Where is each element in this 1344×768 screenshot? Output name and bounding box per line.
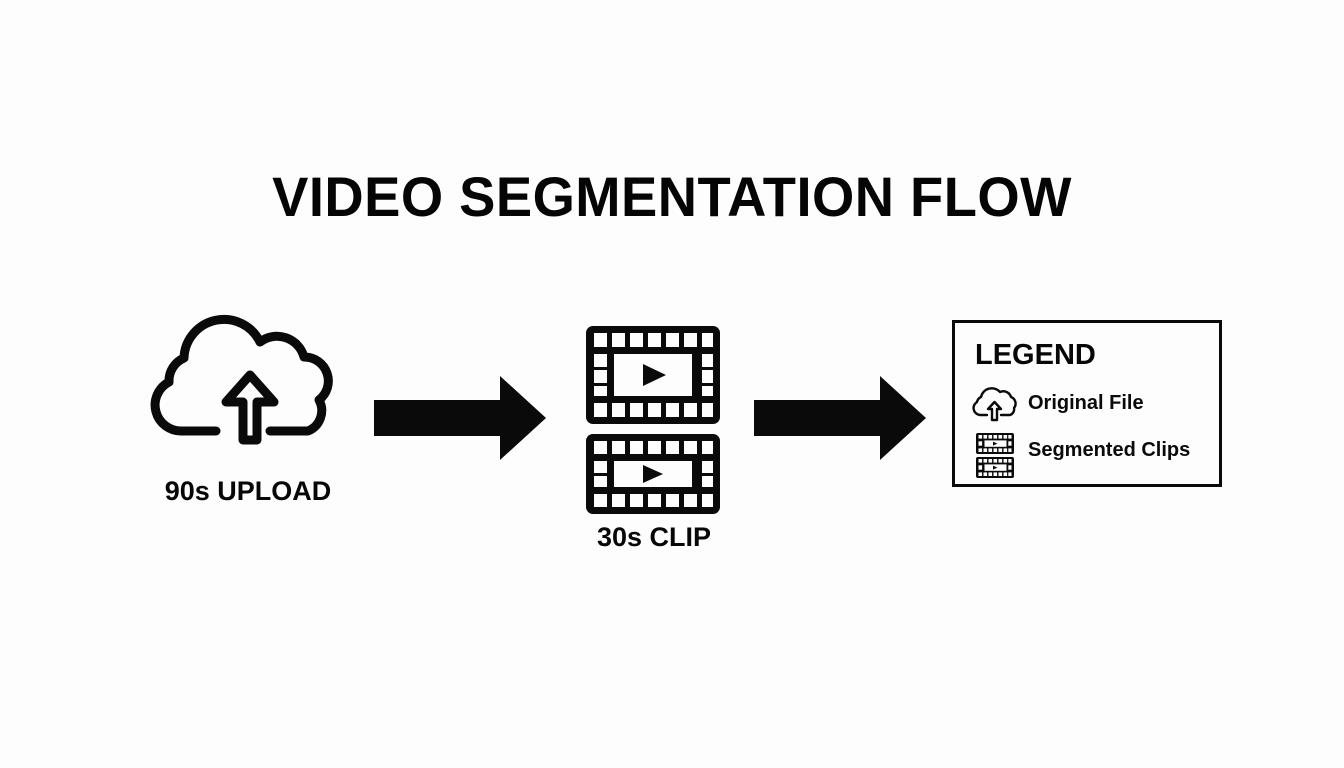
legend-item-label: Original File [1028, 392, 1144, 414]
stage-clips: 30s CLIP [570, 326, 738, 568]
stage-clips-label: 30s CLIP [596, 522, 712, 552]
stage-upload: 90s UPLOAD [148, 314, 348, 513]
arrow-right-icon [754, 372, 926, 464]
arrow-right-icon [374, 372, 546, 464]
film-strip-icon [586, 434, 720, 514]
legend-item-original-file: Original File [972, 386, 1144, 422]
page-title: VIDEO SEGMENTATION FLOW [272, 165, 1072, 228]
legend-item-segmented-clips: Segmented Clips [973, 433, 1191, 478]
cloud-upload-icon [972, 386, 1019, 422]
film-strip-icon [586, 326, 720, 424]
legend-title: LEGEND [975, 339, 1096, 371]
film-strip-stack-icon [973, 433, 1019, 478]
cloud-upload-icon [150, 314, 344, 445]
legend-item-label: Segmented Clips [1028, 439, 1191, 461]
legend-panel: LEGEND Original File [952, 320, 1222, 487]
stage-upload-label: 90s UPLOAD [164, 476, 332, 506]
